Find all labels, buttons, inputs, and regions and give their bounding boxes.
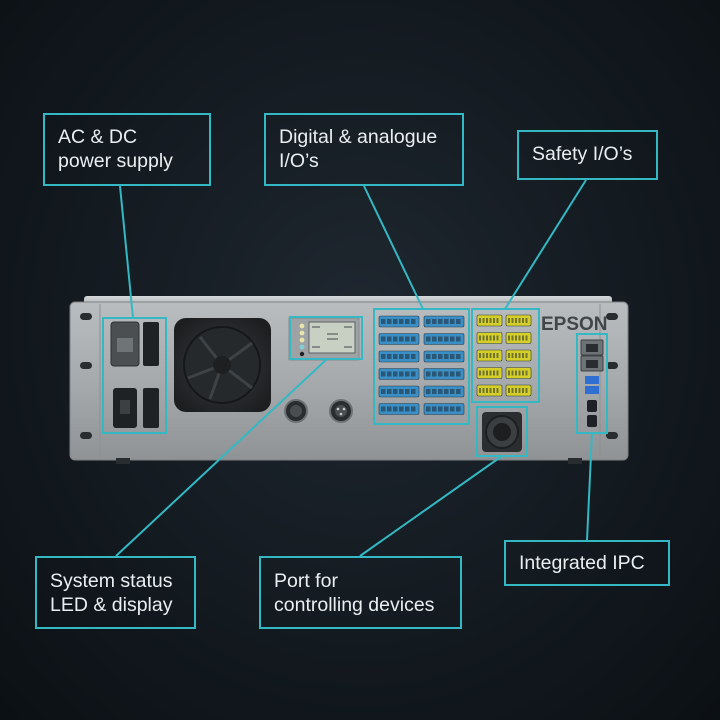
status-led — [299, 351, 305, 357]
status-led-display — [288, 317, 360, 361]
integrated-ipc-ports — [580, 339, 604, 427]
safety-terminal-block — [505, 367, 532, 379]
mount-hole — [606, 432, 618, 439]
leader-safety-io — [504, 179, 587, 310]
io-terminal-block — [378, 350, 420, 363]
io-terminal-block — [423, 403, 465, 415]
rack-mount-holes — [80, 313, 618, 439]
usb-port — [585, 386, 599, 394]
leader-status-display — [115, 358, 328, 557]
brand-logo: EPSON — [541, 314, 608, 335]
highlight-digital-analogue-io — [373, 308, 470, 425]
leader-power-supply — [119, 185, 134, 319]
safety-terminal-block — [476, 314, 503, 327]
control-port — [482, 412, 522, 452]
status-led — [299, 337, 305, 343]
power-switch — [143, 322, 159, 366]
io-terminal-block — [378, 385, 420, 398]
chassis-foot-right — [568, 458, 582, 464]
label-integrated-ipc: Integrated IPC — [504, 540, 670, 586]
leader-digital-analogue-io — [363, 185, 424, 310]
usb-c-port — [587, 415, 597, 427]
safety-terminal-block — [505, 332, 532, 344]
leader-lines — [115, 179, 593, 557]
status-led — [299, 323, 305, 329]
status-led — [299, 344, 305, 350]
io-terminal-block — [423, 385, 465, 398]
round-connectors — [284, 399, 353, 423]
io-terminal-block — [378, 315, 420, 328]
label-power-supply: AC & DC power supply — [43, 113, 211, 186]
digital-analogue-io-terminals — [378, 315, 465, 415]
usb-c-port — [587, 400, 597, 412]
io-terminal-block — [423, 315, 465, 328]
status-led — [299, 330, 305, 336]
safety-io-terminals — [476, 314, 532, 397]
mount-hole — [80, 313, 92, 320]
safety-terminal-block — [505, 349, 532, 362]
chassis-foot-left — [116, 458, 130, 464]
label-safety-io: Safety I/O’s — [517, 130, 658, 180]
label-system-status: System status LED & display — [35, 556, 196, 629]
leader-ipc — [586, 432, 593, 541]
mount-hole — [80, 362, 92, 369]
highlight-power-supply — [102, 317, 167, 434]
mount-hole — [606, 313, 618, 320]
label-digital-analogue-io: Digital & analogue I/O’s — [264, 113, 464, 186]
cooling-fan — [174, 318, 271, 412]
dc-switch — [143, 388, 159, 428]
safety-terminal-block — [505, 384, 532, 397]
mount-hole — [606, 362, 618, 369]
usb-port — [585, 376, 599, 384]
label-control-port: Port for controlling devices — [259, 556, 462, 629]
safety-terminal-block — [476, 384, 503, 397]
safety-terminal-block — [476, 332, 503, 344]
safety-terminal-block — [505, 314, 532, 327]
io-terminal-block — [423, 368, 465, 380]
power-supply-section — [110, 321, 159, 428]
safety-terminal-block — [476, 349, 503, 362]
io-terminal-block — [378, 403, 420, 415]
mount-hole — [80, 432, 92, 439]
io-terminal-block — [423, 350, 465, 363]
leader-control-port — [359, 455, 503, 557]
io-terminal-block — [378, 333, 420, 345]
highlight-boxes — [102, 308, 608, 457]
io-terminal-block — [423, 333, 465, 345]
safety-terminal-block — [476, 367, 503, 379]
io-terminal-block — [378, 368, 420, 380]
